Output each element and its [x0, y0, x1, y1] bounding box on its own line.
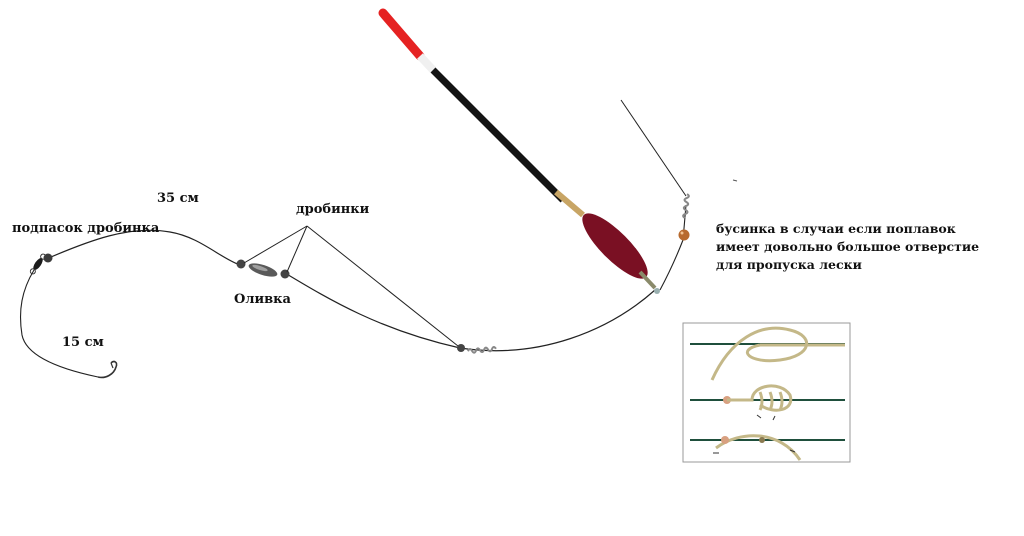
mark-dash: [732, 179, 738, 182]
bead-icon-highlight: [680, 231, 684, 235]
label-bead-note-2: имеет довольно большое отверстие: [716, 239, 979, 254]
olive-sinker-icon: [248, 263, 278, 277]
line-to-float-top: [659, 204, 687, 291]
main-line: [43, 229, 241, 266]
shot-icon: [43, 253, 53, 263]
main-line: [284, 272, 656, 352]
bead-icon: [678, 229, 690, 241]
label-olive: Оливка: [234, 292, 292, 307]
label-35cm: 35 см: [157, 191, 199, 206]
label-bead-note-3: для пропуска лески: [716, 257, 862, 272]
float-icon: [378, 8, 660, 294]
swivel-icon: [682, 193, 690, 219]
shot-icon: [457, 344, 465, 352]
knot-diagram-icon: [682, 322, 851, 463]
label-sub-shot: подпасок дробинка: [12, 221, 160, 236]
label-shots: дробинки: [296, 202, 370, 217]
leash-line: [19, 269, 99, 378]
line-upper: [620, 99, 687, 197]
shot-pointer-lines: [243, 225, 459, 347]
hook-icon: [97, 360, 118, 379]
label-15cm: 15 см: [62, 335, 104, 350]
shot-icon: [236, 259, 246, 269]
swivel-icon: [467, 345, 497, 354]
label-bead-note-1: бусинка в случаи если поплавок: [716, 221, 956, 236]
shot-icon: [280, 269, 290, 279]
